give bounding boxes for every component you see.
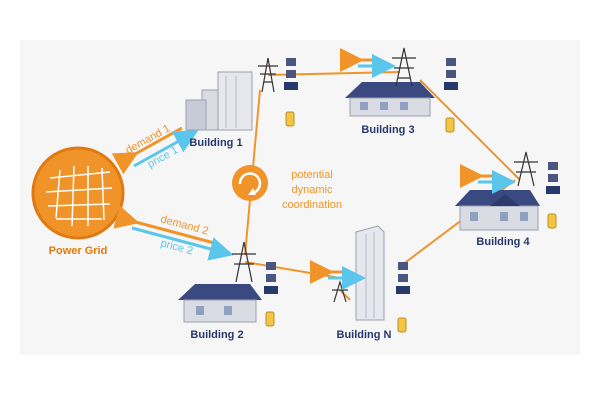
power-grid-icon [31,146,125,240]
cycle-arrow-icon [232,165,268,201]
coordination-line-3: coordination [282,199,342,211]
power-grid-label: Power Grid [49,245,108,257]
storage-stack-icon [546,162,560,229]
pylon-icon [392,47,416,87]
storage-stack-icon [264,262,278,327]
house-icon [345,82,435,117]
pylon-icon [258,57,278,93]
tower-building-icon [355,225,385,321]
flow-arrows-icon [310,260,366,290]
building-2-label: Building 2 [190,329,243,341]
building-n-label: Building N [337,329,392,341]
pylon-icon [332,279,348,303]
storage-stack-icon [396,262,410,333]
coordination-node: potential dynamic coordination [232,165,342,211]
pylon-icon [514,151,538,187]
building-3: Building 3 [340,47,458,136]
house-icon [178,284,262,323]
building-1-label: Building 1 [189,137,242,149]
storage-stack-icon [284,58,298,127]
building-n: Building N [310,225,410,341]
power-grid-node: Power Grid [31,146,125,257]
building-3-label: Building 3 [361,124,414,136]
house-icon [455,190,540,231]
building-2: Building 2 [178,241,278,341]
coordination-line-1: potential [291,169,333,181]
building-4: Building 4 [455,151,560,248]
coordination-line-2: dynamic [292,184,333,196]
storage-stack-icon [444,58,458,133]
building-4-label: Building 4 [476,236,530,248]
flow-arrows-icon [340,48,396,78]
flow-arrows-icon [460,164,516,194]
office-building-icon [185,71,253,131]
building-1: Building 1 [185,57,298,149]
pylon-icon [232,241,256,283]
